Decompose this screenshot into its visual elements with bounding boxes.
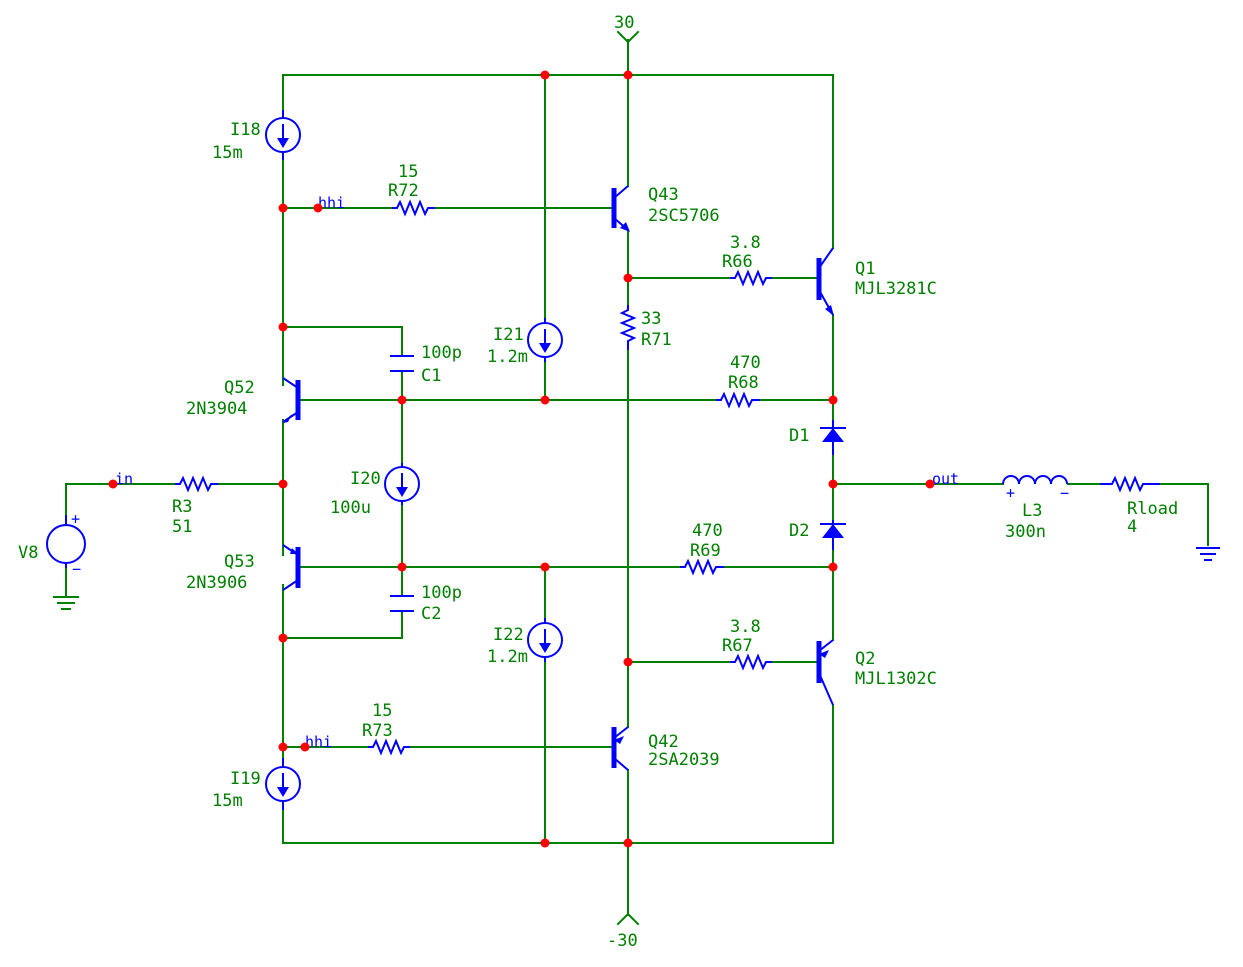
i21-value: 1.2m — [487, 347, 528, 367]
negative-supply-symbol: -30 — [607, 912, 640, 951]
current-source-i22: I22 1.2m — [487, 618, 563, 667]
rload-value: 4 — [1127, 517, 1137, 537]
r73-value: 15 — [372, 701, 392, 721]
r66-ref: R66 — [722, 252, 753, 272]
i21-ref: I21 — [493, 325, 524, 345]
i18-ref: I18 — [230, 120, 261, 140]
r3-value: 51 — [172, 517, 192, 537]
r72-ref: R72 — [388, 181, 419, 201]
r73-ref: R73 — [362, 721, 393, 741]
ground-input — [53, 596, 79, 610]
diode-d2: D2 — [789, 520, 846, 550]
resistor-r72: 15 R72 — [388, 162, 435, 217]
l3-plus: + — [1006, 484, 1015, 502]
q53-part: 2N3906 — [186, 573, 247, 593]
r69-value: 470 — [692, 521, 723, 541]
i20-value: 100u — [330, 498, 371, 518]
l3-ref: L3 — [1022, 501, 1042, 521]
r3-ref: R3 — [172, 497, 192, 517]
r71-ref: R71 — [641, 330, 672, 350]
current-source-i20: I20 100u — [330, 463, 420, 518]
wires — [65, 39, 1209, 916]
resistor-r66: 3.8 R66 — [722, 233, 772, 287]
transistor-q53: Q53 2N3906 — [186, 544, 301, 593]
i22-value: 1.2m — [487, 647, 528, 667]
transistor-q2: Q2 MJL1302C — [816, 639, 937, 706]
transistor-q52: Q52 2N3904 — [186, 377, 301, 423]
v8-minus: − — [72, 560, 81, 578]
q43-ref: Q43 — [648, 185, 679, 205]
current-source-i18: I18 15m — [212, 110, 301, 163]
transistor-q43: Q43 2SC5706 — [611, 185, 720, 232]
net-label-out: out — [932, 470, 959, 488]
c1-ref: C1 — [421, 366, 441, 386]
i18-value: 15m — [212, 143, 243, 163]
resistor-r3: R3 51 — [172, 475, 218, 537]
q42-ref: Q42 — [648, 732, 679, 752]
r67-value: 3.8 — [730, 617, 761, 637]
resistor-r68: 470 R68 — [716, 353, 761, 409]
i19-value: 15m — [212, 791, 243, 811]
q52-ref: Q52 — [224, 378, 255, 398]
r72-value: 15 — [398, 162, 418, 182]
resistor-r67: 3.8 R67 — [722, 617, 772, 671]
l3-value: 300n — [1005, 522, 1046, 542]
diode-d1: D1 — [789, 420, 846, 455]
q1-part: MJL3281C — [855, 279, 937, 299]
current-source-i21: I21 1.2m — [487, 318, 563, 367]
positive-supply-symbol: 30 — [614, 13, 640, 44]
net-label-hhi-top: hhi — [318, 194, 345, 212]
i20-ref: I20 — [350, 469, 381, 489]
transistor-q42: Q42 2SA2039 — [611, 726, 720, 771]
r66-value: 3.8 — [730, 233, 761, 253]
junction-nodes — [108, 70, 935, 848]
q1-ref: Q1 — [855, 259, 875, 279]
r68-value: 470 — [730, 353, 761, 373]
resistor-r71: 33 R71 — [619, 305, 672, 350]
resistor-rload: Rload 4 — [1100, 475, 1178, 537]
current-source-i19: I19 15m — [212, 758, 301, 811]
c1-value: 100p — [421, 343, 462, 363]
resistor-r69: 470 R69 — [680, 521, 724, 576]
voltage-source-v8: + − V8 — [18, 510, 86, 578]
v8-plus: + — [71, 510, 80, 528]
net-label-in: in — [115, 470, 133, 488]
d2-ref: D2 — [789, 521, 809, 541]
q53-ref: Q53 — [224, 552, 255, 572]
net-labels: in out hhi hhi — [115, 194, 959, 751]
q52-part: 2N3904 — [186, 399, 247, 419]
q2-part: MJL1302C — [855, 669, 937, 689]
i19-ref: I19 — [230, 769, 261, 789]
l3-minus: − — [1060, 484, 1069, 502]
positive-supply-label: 30 — [614, 13, 634, 33]
transistor-q1: Q1 MJL3281C — [816, 247, 937, 316]
r67-ref: R67 — [722, 636, 753, 656]
net-label-hhi-bottom: hhi — [305, 733, 332, 751]
inductor-l3: + − L3 300n — [1002, 475, 1069, 542]
q42-part: 2SA2039 — [648, 750, 720, 770]
ground-output — [1196, 547, 1220, 561]
capacitor-c2: 100p C2 — [390, 583, 462, 624]
c2-value: 100p — [421, 583, 462, 603]
d1-ref: D1 — [789, 426, 809, 446]
q2-ref: Q2 — [855, 649, 875, 669]
r71-value: 33 — [641, 309, 661, 329]
rload-ref: Rload — [1127, 499, 1178, 519]
r68-ref: R68 — [728, 373, 759, 393]
capacitor-c1: 100p C1 — [390, 343, 462, 386]
r69-ref: R69 — [690, 541, 721, 561]
resistor-r73: 15 R73 — [362, 701, 410, 756]
v8-ref: V8 — [18, 543, 38, 563]
c2-ref: C2 — [421, 604, 441, 624]
i22-ref: I22 — [493, 625, 524, 645]
q43-part: 2SC5706 — [648, 206, 720, 226]
negative-supply-label: -30 — [607, 931, 638, 951]
